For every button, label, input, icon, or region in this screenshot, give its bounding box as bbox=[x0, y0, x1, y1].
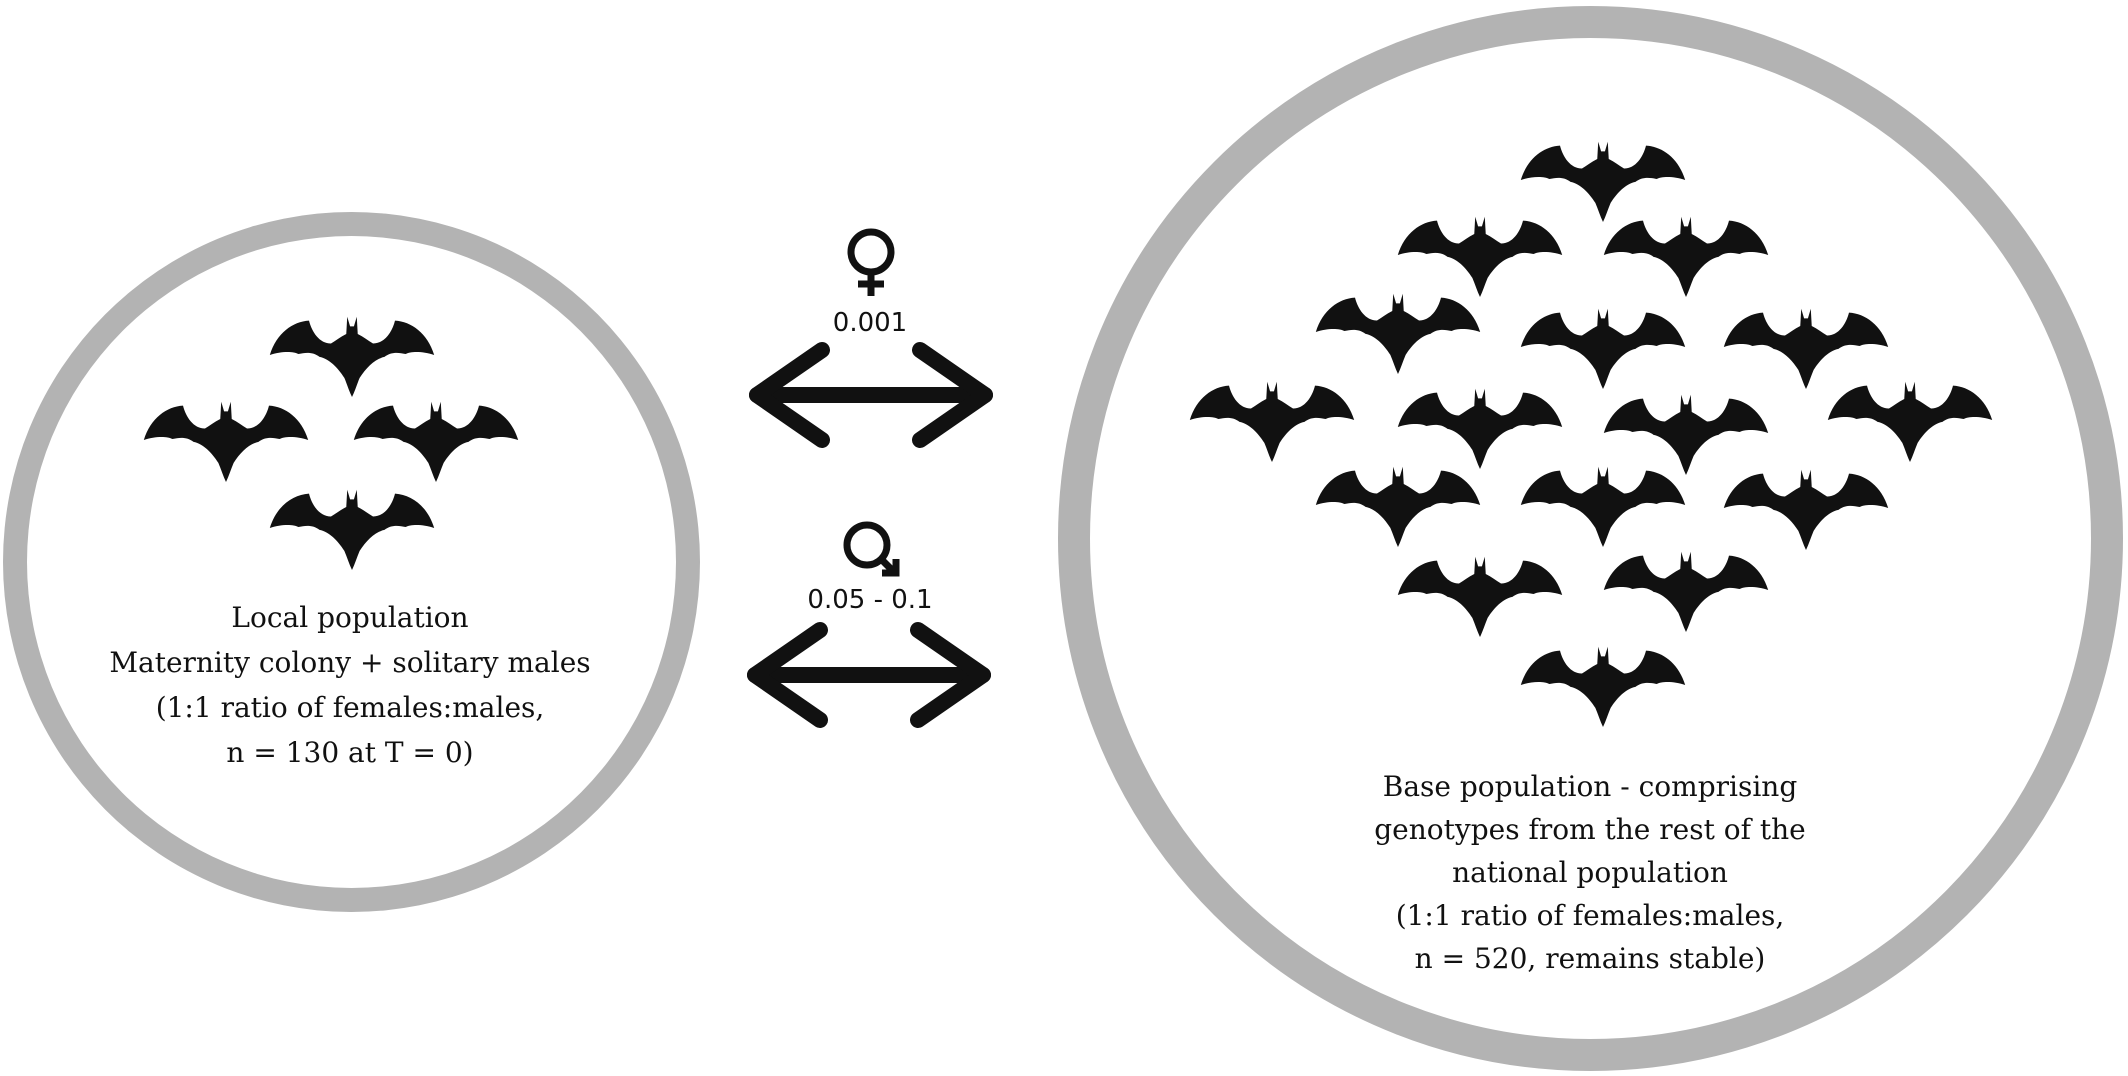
bat-icon bbox=[1723, 469, 1889, 551]
bat-icon bbox=[1397, 556, 1563, 638]
bat-icon bbox=[1520, 646, 1686, 728]
caption-line: national population bbox=[1452, 856, 1728, 889]
bat-icon bbox=[1315, 293, 1481, 375]
caption-line: (1:1 ratio of females:males, bbox=[1395, 899, 1785, 932]
bat-icon bbox=[353, 401, 519, 483]
caption-line: Local population bbox=[231, 601, 469, 634]
bat-icon bbox=[1397, 388, 1563, 470]
caption-line: (1:1 ratio of females:males, bbox=[155, 691, 545, 724]
caption-line: n = 520, remains stable) bbox=[1414, 942, 1766, 975]
bat-icon bbox=[1723, 308, 1889, 390]
female-migration-rate: 0.001 bbox=[832, 308, 908, 338]
bat-icon bbox=[269, 316, 435, 398]
local-bats-group bbox=[143, 316, 519, 571]
caption-line: genotypes from the rest of the bbox=[1374, 813, 1806, 846]
female-migration-arrow bbox=[749, 342, 993, 448]
female-symbol-icon bbox=[847, 228, 895, 296]
bat-icon bbox=[1603, 551, 1769, 633]
male-migration-rate: 0.05 - 0.1 bbox=[807, 585, 933, 615]
bat-icon bbox=[269, 489, 435, 571]
base-bats-group bbox=[1189, 141, 1993, 728]
bat-icon bbox=[143, 401, 309, 483]
bat-icon bbox=[1520, 141, 1686, 223]
base-population-caption: Base population - comprising genotypes f… bbox=[1290, 765, 1890, 980]
bat-icon bbox=[1397, 216, 1563, 298]
male-migration-arrow bbox=[747, 622, 991, 728]
bat-icon bbox=[1520, 308, 1686, 390]
bat-icon bbox=[1315, 466, 1481, 548]
bat-icon bbox=[1189, 381, 1355, 463]
bat-icon bbox=[1827, 381, 1993, 463]
caption-line: Base population - comprising bbox=[1382, 770, 1798, 803]
bat-icon bbox=[1520, 466, 1686, 548]
caption-line: n = 130 at T = 0) bbox=[226, 736, 474, 769]
bat-icon bbox=[1603, 394, 1769, 476]
male-symbol-icon bbox=[843, 521, 900, 577]
local-population-caption: Local population Maternity colony + soli… bbox=[60, 595, 640, 775]
bat-icon bbox=[1603, 216, 1769, 298]
caption-line: Maternity colony + solitary males bbox=[109, 646, 591, 679]
